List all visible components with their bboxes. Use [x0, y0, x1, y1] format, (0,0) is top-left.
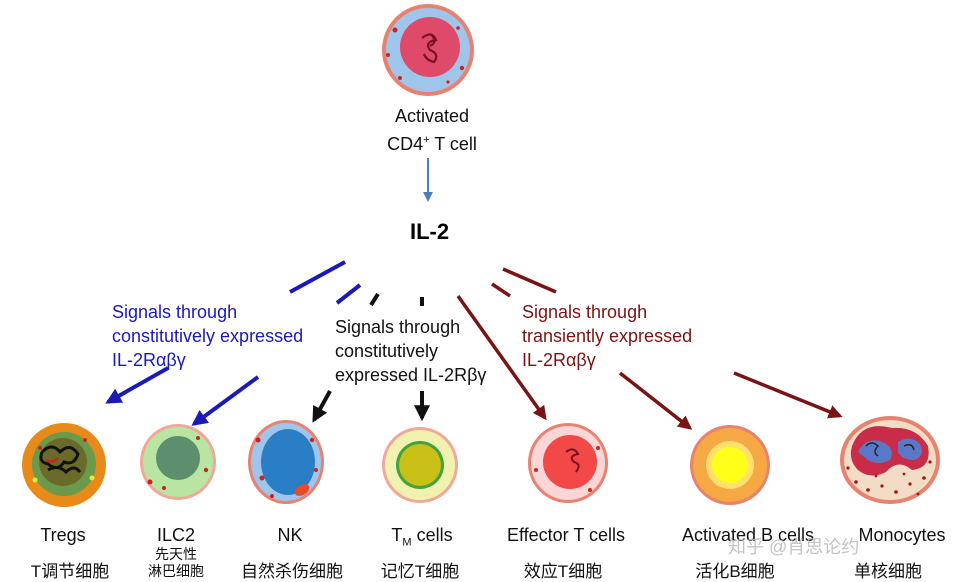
ilc2-cell — [140, 424, 216, 500]
cell-label-memory-t: TM cells — [391, 525, 452, 549]
signal-right-line1: Signals through — [522, 302, 648, 322]
black-arrows — [312, 292, 430, 423]
signal-left-line3: IL-2Rαβγ — [112, 350, 186, 370]
cell-cn-activated-b: 活化B细胞 — [695, 562, 775, 581]
cell-label-memory-t-sub: M — [402, 536, 412, 549]
source-label: Activated CD4+ T cell — [387, 104, 477, 156]
activated-cd4-t-cell — [382, 4, 474, 96]
memory-t-cell — [382, 427, 458, 503]
monocyte-cell — [840, 416, 940, 504]
signal-middle-line3: expressed IL-2Rβγ — [335, 365, 487, 385]
source-line1: Activated — [394, 106, 470, 126]
cell-cn-ilc2: 先天性 淋巴细胞 — [148, 546, 204, 580]
cell-label-ilc2: ILC2 — [156, 525, 196, 545]
watermark: 知乎 @肖思论约 — [728, 537, 860, 557]
cell-cn-nk: 自然杀伤细胞 — [241, 562, 343, 581]
signal-left-line2: constitutively expressed — [112, 326, 304, 346]
source-line2-sup: + — [423, 134, 430, 146]
signal-left-line1: Signals through — [112, 302, 238, 322]
blue-arrows — [105, 260, 362, 426]
cell-label-effector-t: Effector T cells — [506, 525, 626, 545]
signal-right-line3: IL-2Rαβγ — [522, 350, 596, 370]
cell-label-activated-b: Activated B cells — [681, 525, 815, 545]
cell-label-nk: NK — [277, 525, 303, 545]
cell-label-monocytes: Monocytes — [858, 525, 946, 545]
cell-cn-ilc2-line1: 先天性 — [155, 546, 197, 562]
il2-label: IL-2 — [410, 219, 450, 244]
tregs-cell — [22, 423, 106, 507]
cell-cn-tregs: T调节细胞 — [30, 562, 110, 581]
cell-label-tregs: Tregs — [40, 525, 86, 545]
source-line2: CD4+ T cell — [387, 128, 477, 156]
effector-t-cell — [528, 423, 608, 503]
signal-middle-line2: constitutively — [335, 341, 439, 361]
activated-b-cell — [690, 425, 770, 505]
signal-middle-line1: Signals through — [335, 317, 461, 337]
cell-cn-monocytes: 单核细胞 — [854, 562, 922, 581]
cell-label-memory-t-suffix: cells — [411, 525, 453, 545]
source-line2-suffix: T cell — [429, 134, 477, 154]
source-line2-prefix: CD4 — [387, 134, 424, 154]
nk-cell — [248, 420, 324, 504]
cell-cn-ilc2-line2: 淋巴细胞 — [148, 563, 204, 579]
cell-cn-effector-t: 效应T细胞 — [523, 562, 603, 581]
signal-label-middle: Signals through constitutively expressed… — [335, 315, 486, 387]
cell-label-memory-t-prefix: T — [391, 525, 403, 545]
red-arrows — [456, 267, 843, 430]
signal-label-left: Signals through constitutively expressed… — [112, 300, 303, 372]
signal-label-right: Signals through transiently expressed IL… — [522, 300, 692, 372]
cell-cn-memory-t: 记忆T细胞 — [380, 562, 460, 581]
signal-right-line2: transiently expressed — [522, 326, 693, 346]
